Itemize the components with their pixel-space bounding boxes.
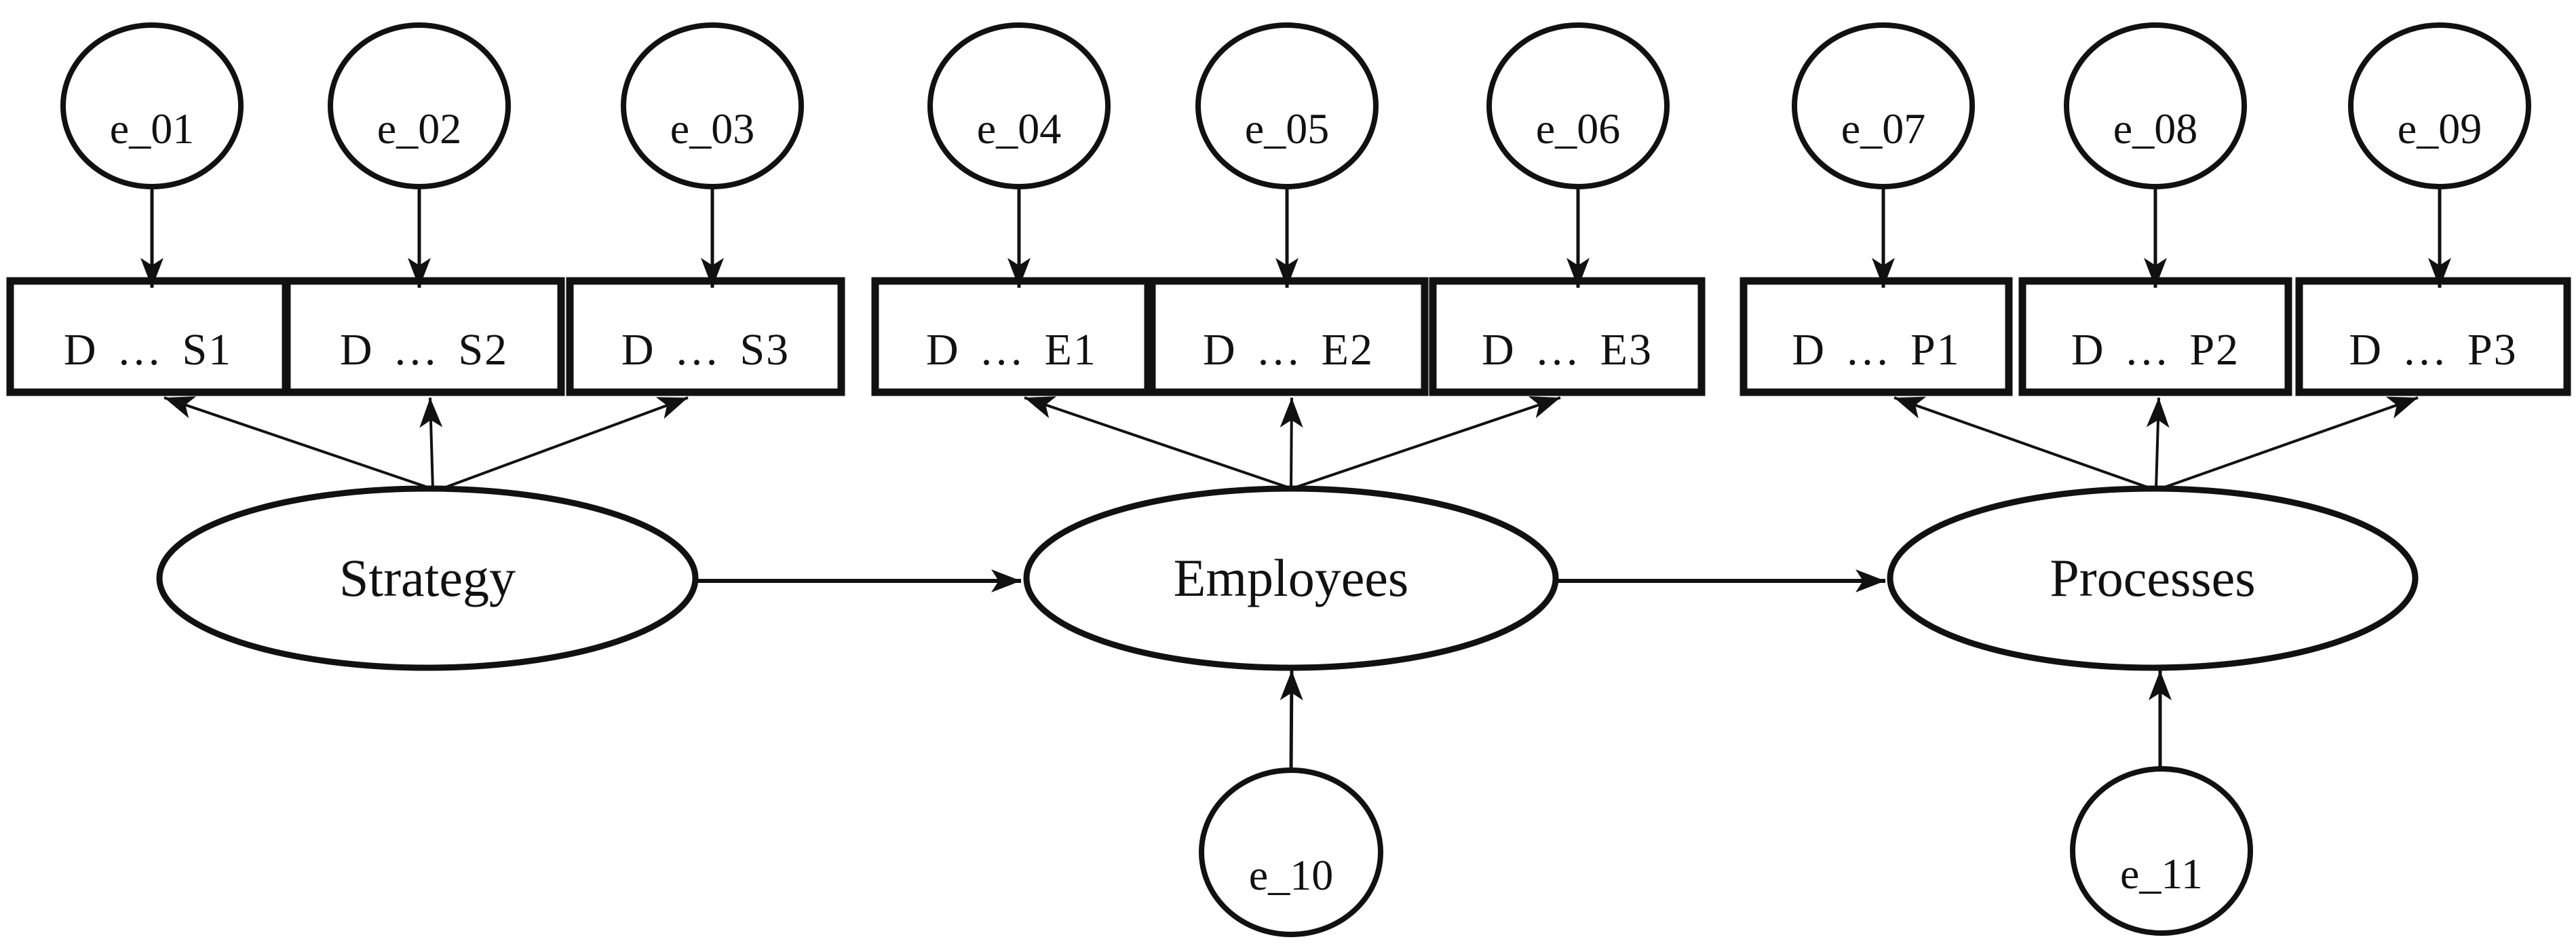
indicator-label-DS2: D … S2 <box>340 325 508 375</box>
latent-label-strategy: Strategy <box>339 548 516 607</box>
indicator-rect-DE3 <box>1429 277 1706 396</box>
edge-strategy-DS1 <box>164 396 436 491</box>
indicator-rect-DS2 <box>283 277 565 396</box>
edge-strategy-DS3 <box>438 396 689 491</box>
error-label-e_07: e_07 <box>1841 105 1925 153</box>
error-label-e_02: e_02 <box>377 105 461 153</box>
error-label-e_01: e_01 <box>110 105 194 153</box>
error-circle-e_07 <box>1792 22 1975 189</box>
indicator-label-DE3: D … E3 <box>1482 325 1653 375</box>
indicator-rect-DP2 <box>2018 277 2292 396</box>
edge-employees-DE2 <box>1280 397 1303 489</box>
edge-processes-DP3 <box>2158 396 2419 491</box>
error-circle-e_06 <box>1486 22 1670 189</box>
error-label-e_04: e_04 <box>977 105 1061 153</box>
indicator-label-DS1: D … S1 <box>64 325 232 375</box>
indicator-rect-DP3 <box>2295 277 2571 396</box>
error-label-e_10: e_10 <box>1249 851 1333 899</box>
error-label-e_11: e_11 <box>2120 850 2203 898</box>
edge-processes-DP1 <box>1893 396 2154 491</box>
edge-strategy-DS2 <box>419 397 443 491</box>
latent-label-processes: Processes <box>2050 548 2255 607</box>
error-label-e_08: e_08 <box>2113 105 2197 153</box>
edge-layer <box>140 187 2451 771</box>
indicator-rect-DE1 <box>871 277 1152 396</box>
indicator-label-DE1: D … E1 <box>926 325 1097 375</box>
edge-processes-DP2 <box>2146 397 2170 490</box>
edge-e_10-employees <box>1280 670 1303 771</box>
edge-employees-DE1 <box>1024 396 1290 489</box>
indicator-rect-DP1 <box>1739 277 2013 396</box>
error-circle-e_03 <box>621 22 804 189</box>
error-circle-e_02 <box>328 22 511 189</box>
latent-ellipse-employees <box>1023 485 1559 671</box>
latent-label-employees: Employees <box>1174 548 1409 607</box>
error-circle-e_05 <box>1195 22 1379 189</box>
indicator-label-DP2: D … P2 <box>2071 325 2239 375</box>
label-layer: e_01 e_02 e_03 e_04 e_05 e_06 e_07 e_08 e_09 e_10… <box>64 105 2517 899</box>
error-label-e_06: e_06 <box>1536 105 1620 153</box>
error-circle-e_04 <box>927 22 1111 189</box>
edge-employees-DE3 <box>1293 396 1561 489</box>
indicator-label-DS3: D … S3 <box>621 325 790 375</box>
indicator-rect-DS1 <box>6 277 290 396</box>
error-label-e_03: e_03 <box>670 105 754 153</box>
error-circle-e_01 <box>60 22 244 189</box>
error-label-e_09: e_09 <box>2398 105 2482 153</box>
error-label-e_05: e_05 <box>1245 105 1329 153</box>
indicator-label-DP3: D … P3 <box>2349 325 2517 375</box>
error-circle-e_09 <box>2348 22 2531 189</box>
indicator-label-DE2: D … E2 <box>1203 325 1374 375</box>
indicator-label-DP1: D … P1 <box>1792 325 1960 375</box>
error-circle-e_08 <box>2064 22 2247 189</box>
